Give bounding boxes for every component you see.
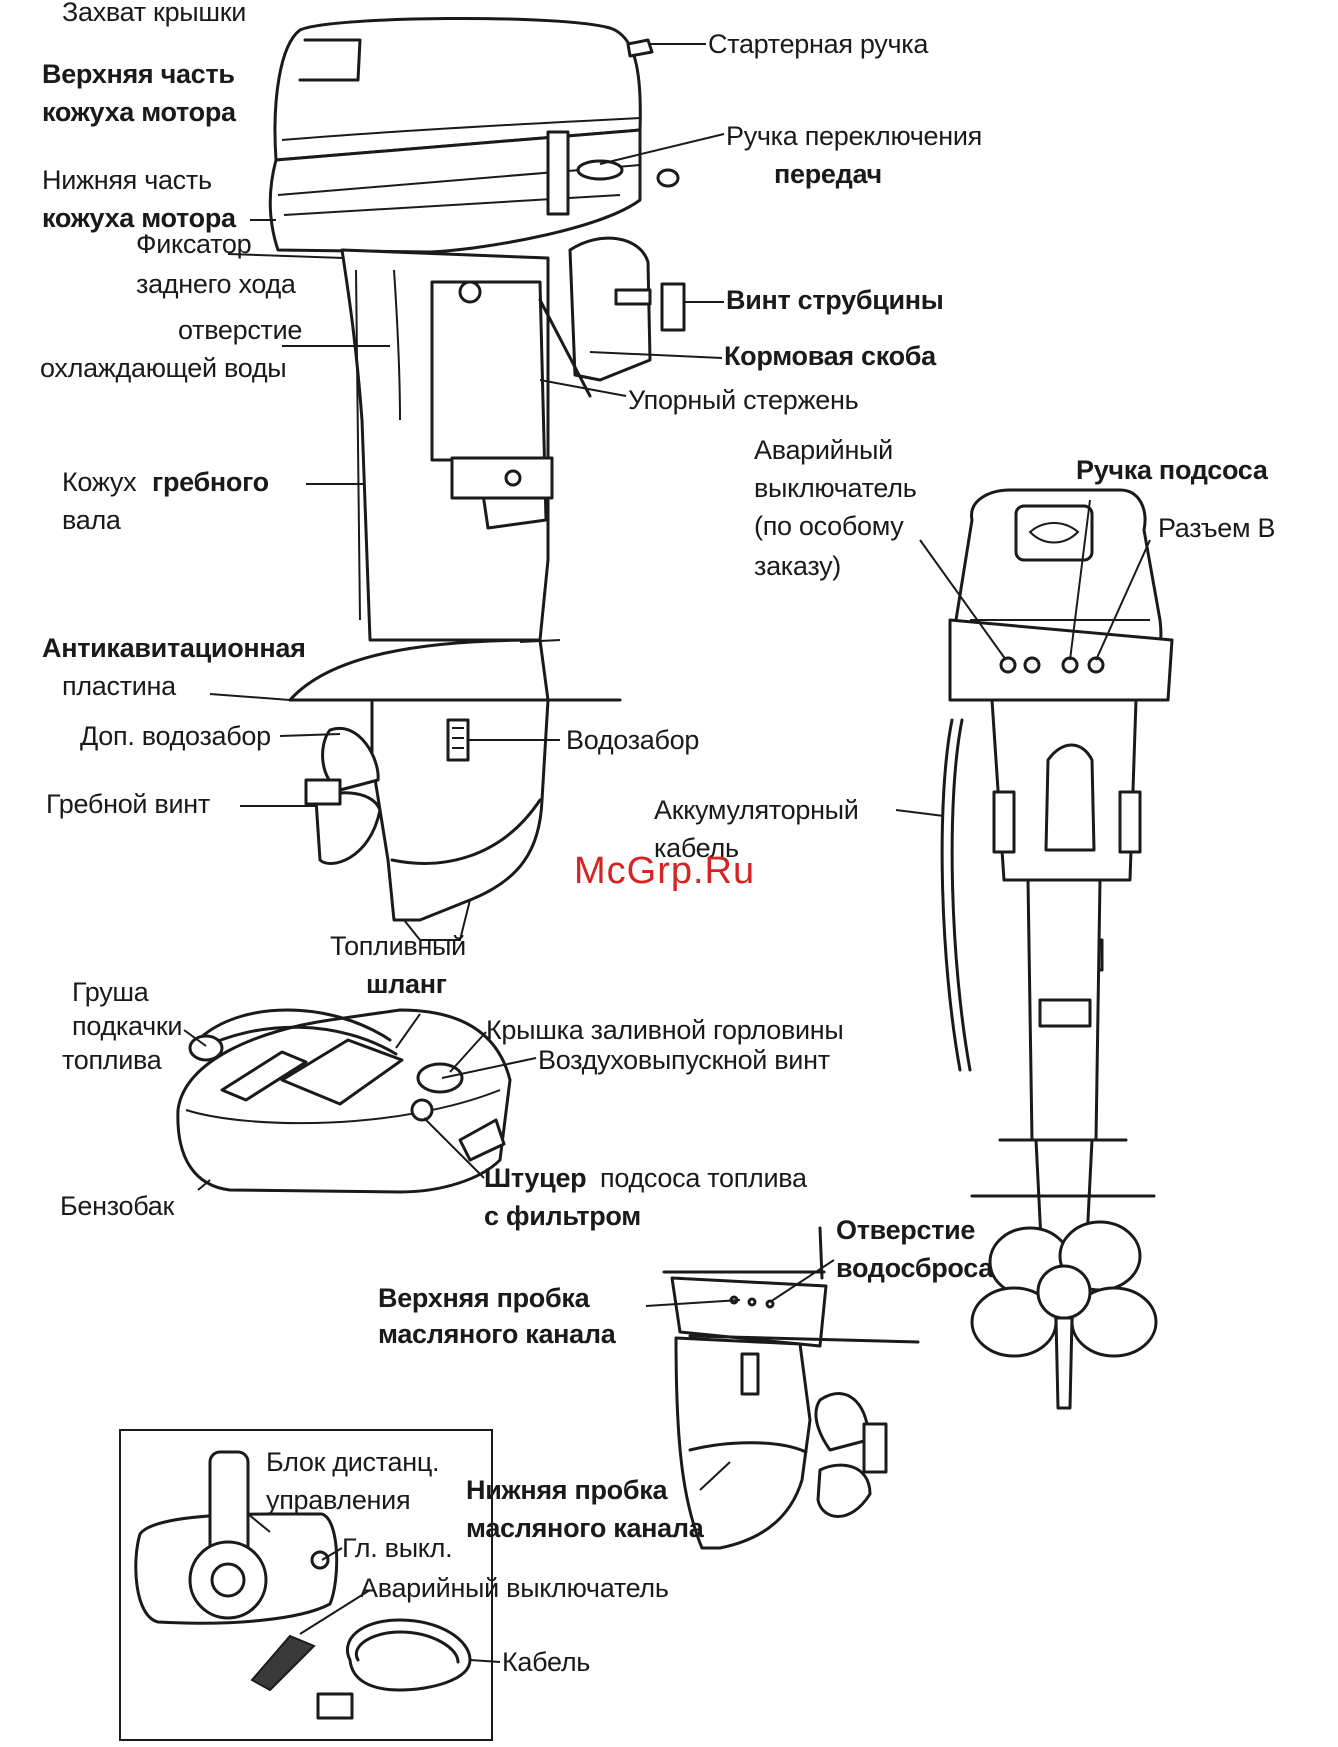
label-primer-bulb-2: подкачки — [72, 1011, 183, 1041]
label-fuel-hose-1: Топливный — [330, 931, 466, 961]
label-anticav-2: пластина — [62, 671, 176, 701]
label-stern-bracket: Кормовая скоба — [724, 341, 936, 371]
label-shaft-housing-2: вала — [62, 505, 121, 535]
label-emergency-switch-2: выключатель — [754, 473, 917, 503]
label-emergency-switch-1: Аварийный — [754, 435, 893, 465]
label-primer-bulb-3: топлива — [62, 1045, 162, 1075]
label-upper-oil-plug-2: масляного канала — [378, 1319, 616, 1349]
label-air-vent-screw: Воздуховыпускной винт — [538, 1045, 830, 1075]
label-battery-cable-2: кабель — [654, 833, 739, 863]
label-upper-oil-plug-1: Верхняя пробка — [378, 1283, 590, 1313]
label-starter-handle: Стартерная ручка — [708, 29, 929, 59]
label-fuel-fitting-1b: подсоса топлива — [600, 1163, 807, 1193]
label-lower-oil-plug-1: Нижняя пробка — [466, 1475, 668, 1505]
label-gear-shift-1: Ручка переключения — [726, 121, 982, 151]
watermark: McGrp.Ru — [574, 850, 756, 892]
label-emergency-switch-remote: Аварийный выключатель — [360, 1573, 669, 1603]
label-fuel-hose-2: шланг — [366, 969, 447, 999]
label-water-intake: Водозабор — [566, 725, 700, 755]
label-cover-grip: Захват крышки — [62, 0, 247, 27]
label-lower-oil-plug-2: масляного канала — [466, 1513, 704, 1543]
label-drain-hole-1: Отверстие — [836, 1215, 976, 1245]
label-fuel-fitting-1a: Штуцер — [484, 1163, 587, 1193]
label-shaft-housing-1b: гребного — [152, 467, 269, 497]
label-upper-cowl-2: кожуха мотора — [42, 97, 236, 127]
label-anticav-1: Антикавитационная — [42, 633, 306, 663]
label-shaft-housing-1a: Кожух — [62, 467, 137, 497]
label-drain-hole-2: водосброса — [836, 1253, 993, 1283]
label-cable: Кабель — [502, 1647, 591, 1677]
label-aux-intake: Доп. водозабор — [80, 721, 271, 751]
label-cooling-hole-2: охлаждающей воды — [40, 353, 287, 383]
label-primer-bulb-1: Груша — [72, 977, 149, 1007]
label-fuel-tank: Бензобак — [60, 1191, 175, 1221]
label-remote-control-1: Блок дистанц. — [266, 1447, 440, 1477]
label-lower-cowl-2: кожуха мотора — [42, 203, 236, 233]
main-motor — [268, 16, 686, 941]
leader-lines — [183, 43, 1151, 1663]
label-remote-control-2: управления — [266, 1485, 411, 1515]
label-propeller: Гребной винт — [46, 789, 210, 819]
label-cooling-hole-1: отверстие — [178, 315, 303, 345]
label-reverse-lock-2: заднего хода — [136, 269, 296, 299]
label-filler-cap: Крышка заливной горловины — [486, 1015, 844, 1045]
label-emergency-switch-4: заказу) — [754, 551, 841, 581]
label-fuel-fitting-2: с фильтром — [484, 1201, 641, 1231]
label-reverse-lock-1: Фиксатор — [136, 229, 252, 259]
label-clamp-screw: Винт струбцины — [726, 285, 944, 315]
label-connector-b: Разъем В — [1158, 513, 1276, 543]
label-upper-cowl-1: Верхняя часть — [42, 59, 235, 89]
label-main-switch: Гл. выкл. — [342, 1533, 453, 1563]
label-lower-cowl-1: Нижняя часть — [42, 165, 212, 195]
fuel-tank — [176, 1008, 512, 1194]
rear-motor — [940, 488, 1174, 1410]
label-gear-shift-2: передач — [774, 159, 882, 189]
label-battery-cable-1: Аккумуляторный — [654, 795, 859, 825]
label-thrust-rod: Упорный стержень — [628, 385, 859, 415]
label-choke-knob: Ручка подсоса — [1076, 455, 1268, 485]
gearcase-detail — [662, 1226, 920, 1550]
label-emergency-switch-3: (по особому — [754, 511, 904, 541]
remote-control-box — [119, 1429, 493, 1741]
